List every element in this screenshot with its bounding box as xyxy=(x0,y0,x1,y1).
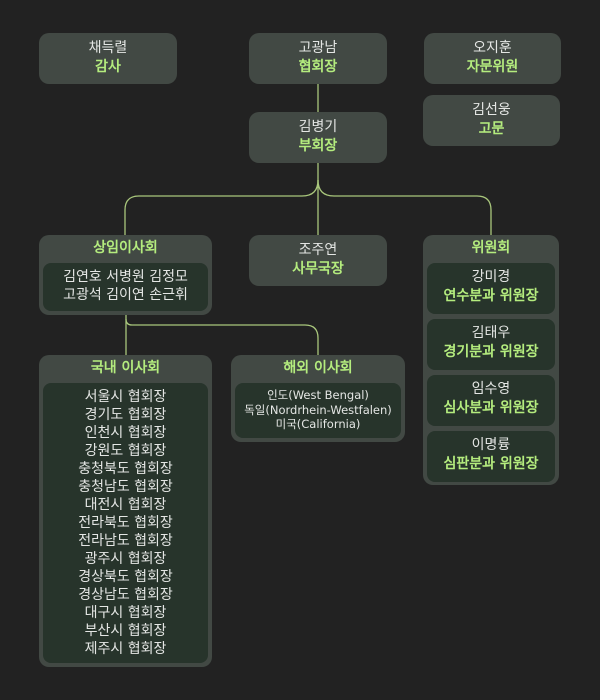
domestic-member: 서울시 협회장 xyxy=(84,389,167,405)
counselor-name: 김선웅 xyxy=(472,102,511,118)
committee-member-card: 이명륭 심판분과 위원장 xyxy=(427,431,555,482)
advisor-box: 오지훈 자문위원 xyxy=(424,33,561,84)
overseas-board-members: 인도(West Bengal) 독일(Nordrhein-Westfalen) … xyxy=(235,383,401,438)
connector-standing-overseas xyxy=(125,318,319,355)
overseas-member: 독일(Nordrhein-Westfalen) xyxy=(244,402,392,417)
domestic-member: 전라남도 협회장 xyxy=(78,533,173,549)
secretary-general-role: 사무국장 xyxy=(292,261,344,277)
committee-member-card: 강미경 연수분과 위원장 xyxy=(427,263,555,314)
auditor-name: 채득렬 xyxy=(88,40,128,56)
president-role: 협회장 xyxy=(298,59,338,75)
overseas-member: 미국(California) xyxy=(275,417,361,431)
committee-member-role: 경기분과 위원장 xyxy=(443,344,539,360)
domestic-member: 충청북도 협회장 xyxy=(78,461,173,477)
committee-title: 위원회 xyxy=(471,240,511,256)
committee-box: 위원회 강미경 연수분과 위원장 김태우 경기분과 위원장 임수영 심사분과 위… xyxy=(423,235,559,485)
domestic-member: 인천시 협회장 xyxy=(84,425,167,441)
advisor-role: 자문위원 xyxy=(466,59,519,75)
domestic-member: 충청남도 협회장 xyxy=(78,479,173,495)
committee-member-name: 이명륭 xyxy=(471,437,511,453)
domestic-member: 전라북도 협회장 xyxy=(78,515,173,531)
domestic-board-title: 국내 이사회 xyxy=(90,360,161,376)
auditor-role: 감사 xyxy=(95,59,121,75)
committee-member-name: 김태우 xyxy=(471,325,511,341)
auditor-box: 채득렬 감사 xyxy=(39,33,177,84)
standing-board-box: 상임이사회 김연호 서병원 김정모 고광석 김이연 손근휘 xyxy=(39,235,212,315)
advisor-name: 오지훈 xyxy=(473,40,512,56)
vice-president-box: 김병기 부회장 xyxy=(249,112,387,163)
domestic-member: 경상북도 협회장 xyxy=(78,569,173,585)
secretary-general-box: 조주연 사무국장 xyxy=(249,235,387,286)
overseas-member: 인도(West Bengal) xyxy=(267,388,369,402)
secretary-general-name: 조주연 xyxy=(298,242,338,258)
overseas-board-title: 해외 이사회 xyxy=(283,360,353,376)
standing-board-members: 김연호 서병원 김정모 고광석 김이연 손근휘 xyxy=(43,263,208,311)
domestic-board-members: 서울시 협회장 경기도 협회장 인천시 협회장 강원도 협회장 충청북도 협회장… xyxy=(43,383,208,663)
committee-member-role: 심판분과 위원장 xyxy=(443,456,539,472)
committee-member-card: 임수영 심사분과 위원장 xyxy=(427,375,555,426)
committee-member-name: 임수영 xyxy=(471,381,511,397)
domestic-member: 제주시 협회장 xyxy=(84,641,167,657)
standing-board-member-row: 김연호 서병원 김정모 xyxy=(63,269,188,285)
counselor-role: 고문 xyxy=(478,121,505,137)
vice-president-name: 김병기 xyxy=(298,119,338,135)
committee-member-role: 심사분과 위원장 xyxy=(443,400,539,416)
committee-member-role: 연수분과 위원장 xyxy=(443,288,539,304)
domestic-member: 광주시 협회장 xyxy=(84,551,167,567)
domestic-member: 강원도 협회장 xyxy=(84,443,167,459)
domestic-member: 부산시 협회장 xyxy=(84,623,167,639)
domestic-member: 대전시 협회장 xyxy=(84,497,167,513)
overseas-board-box: 해외 이사회 인도(West Bengal) 독일(Nordrhein-West… xyxy=(231,355,405,442)
counselor-box: 김선웅 고문 xyxy=(423,95,560,146)
domestic-member: 대구시 협회장 xyxy=(84,605,167,621)
committee-member-name: 강미경 xyxy=(471,269,511,285)
president-box: 고광남 협회장 xyxy=(249,33,387,84)
connector-vp-committee xyxy=(317,179,492,235)
domestic-member: 경기도 협회장 xyxy=(84,407,167,423)
connector-vp-standing-board xyxy=(124,179,319,235)
domestic-member: 경상남도 협회장 xyxy=(78,587,173,603)
vice-president-role: 부회장 xyxy=(298,138,338,154)
committee-member-card: 김태우 경기분과 위원장 xyxy=(427,319,555,370)
president-name: 고광남 xyxy=(298,40,338,56)
standing-board-member-row: 고광석 김이연 손근휘 xyxy=(63,287,188,303)
standing-board-title: 상임이사회 xyxy=(93,240,158,256)
domestic-board-box: 국내 이사회 서울시 협회장 경기도 협회장 인천시 협회장 강원도 협회장 충… xyxy=(39,355,212,667)
